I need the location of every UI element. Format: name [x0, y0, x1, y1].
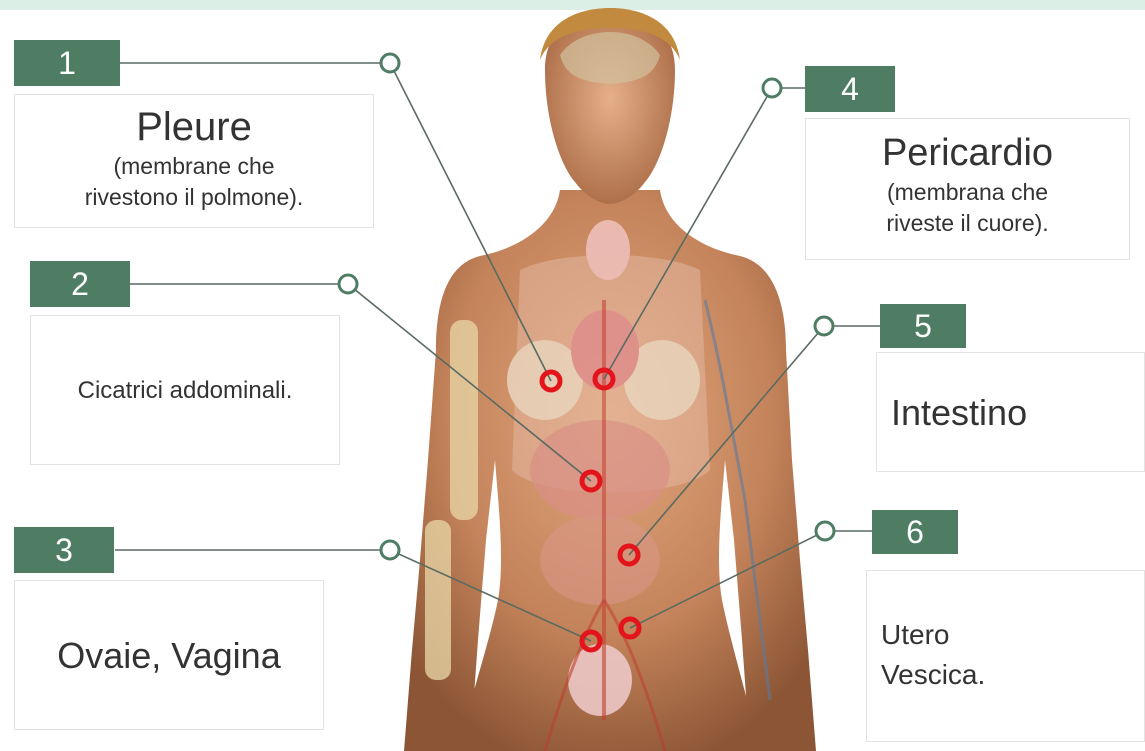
- callout-number-5: 5: [880, 304, 966, 348]
- endpoint-5: [815, 317, 833, 335]
- callout-title-3: Ovaie, Vagina: [15, 581, 323, 731]
- callout-detail-1: (membrane che rivestono il polmone).: [15, 151, 373, 213]
- callout-card-1: Pleure (membrane che rivestono il polmon…: [14, 94, 374, 228]
- endpoint-2: [339, 275, 357, 293]
- callout-card-3: Ovaie, Vagina: [14, 580, 324, 730]
- endpoint-4: [763, 79, 781, 97]
- endpoint-6: [816, 522, 834, 540]
- callout-number-4: 4: [805, 66, 895, 112]
- callout-title-4: Pericardio: [806, 129, 1129, 177]
- callout-number-3: 3: [14, 527, 114, 573]
- callout-number-2: 2: [30, 261, 130, 307]
- callout-card-4: Pericardio (membrana che riveste il cuor…: [805, 118, 1130, 260]
- callout-number-6: 6: [872, 510, 958, 554]
- callout-title-2: Cicatrici addominali.: [31, 316, 339, 466]
- callout-card-2: Cicatrici addominali.: [30, 315, 340, 465]
- callout-title-5: Intestino: [877, 353, 1144, 473]
- callout-card-6: Utero Vescica.: [866, 570, 1145, 742]
- endpoint-3: [381, 541, 399, 559]
- callout-number-1: 1: [14, 40, 120, 86]
- callout-detail-4: (membrana che riveste il cuore).: [806, 177, 1129, 239]
- endpoint-1: [381, 54, 399, 72]
- callout-title-1: Pleure: [15, 103, 373, 151]
- callout-card-5: Intestino: [876, 352, 1145, 472]
- callout-title-6: Utero Vescica.: [867, 571, 1144, 695]
